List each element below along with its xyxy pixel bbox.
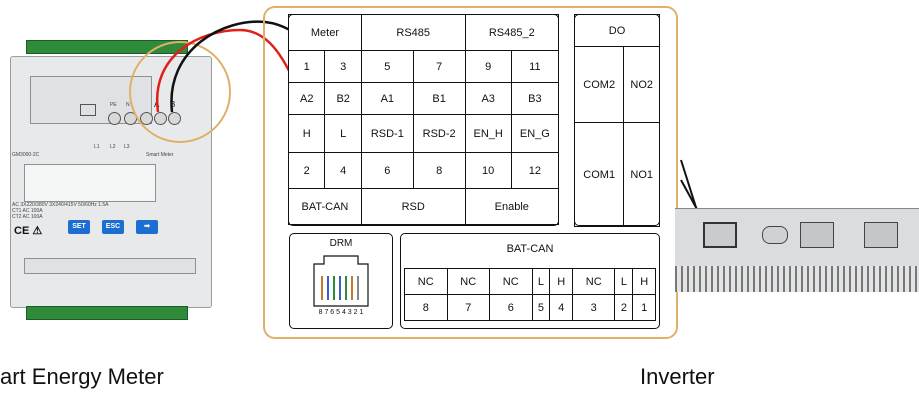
signal-label-h: H <box>287 114 326 153</box>
header-rs485: RS485 <box>360 14 466 51</box>
signal-label-b1: B1 <box>412 82 466 115</box>
do-label-com2: COM2 <box>573 46 625 123</box>
bat-can-pin: 3 <box>571 294 616 321</box>
ct-label-l3: L3 <box>124 144 130 150</box>
pin-number: 5 <box>360 50 414 83</box>
pin-number: 8 <box>412 152 466 189</box>
bat-can-table: NC NC NC L H NC L H 8 7 6 5 4 3 2 1 <box>404 268 656 321</box>
group-label-bat-can: BAT-CAN <box>288 188 362 225</box>
bat-can-signal: NC <box>404 268 448 295</box>
bat-can-signal: NC <box>571 268 616 295</box>
bat-can-pin: 8 <box>404 294 448 321</box>
inverter-connector <box>864 222 898 248</box>
screw-icon <box>168 112 181 125</box>
header-meter: Meter <box>288 14 362 51</box>
bat-can-signal: L <box>531 268 551 295</box>
terminal-label-n: N <box>126 102 130 108</box>
pin-number: 2 <box>287 152 326 189</box>
pin-number: 7 <box>412 50 466 83</box>
do-label-com1: COM1 <box>573 122 625 227</box>
terminal-label-pe: PE <box>110 102 117 108</box>
pin-number: 11 <box>510 50 560 83</box>
meter-lcd-display <box>24 164 156 202</box>
pin-number: 3 <box>324 50 362 83</box>
inverter-heatsink-fins <box>675 266 919 292</box>
bottom-terminal-strip <box>26 306 188 320</box>
do-label-no2: NO2 <box>623 46 660 123</box>
bat-can-pin: 5 <box>531 294 551 321</box>
signal-label-b3: B3 <box>510 82 560 115</box>
bat-can-signal: H <box>632 268 656 295</box>
main-terminal-table: Meter RS485 RS485_2 1 3 5 7 9 11 A2 B2 A… <box>287 14 560 225</box>
signal-label-l: L <box>324 114 362 153</box>
terminal-highlight-circle <box>129 41 231 143</box>
meter-model: GM3000-2C <box>12 152 40 158</box>
inverter-comm-port <box>703 222 737 248</box>
pin-number: 9 <box>464 50 512 83</box>
do-label-no1: NO1 <box>623 122 660 227</box>
pin-number: 10 <box>464 152 512 189</box>
bat-can-signal: L <box>614 268 634 295</box>
bat-can-title: BAT-CAN <box>506 243 554 255</box>
bat-can-signal: H <box>549 268 573 295</box>
bat-can-pin: 2 <box>614 294 634 321</box>
signal-label-rsd-2: RSD-2 <box>412 114 466 153</box>
meter-spec-line: CT1 AC 100A <box>12 208 43 214</box>
meter-spec-line: CT2 AC 100A <box>12 214 43 220</box>
signal-label-a2: A2 <box>287 82 326 115</box>
drm-pin-numbers: 8 7 6 5 4 3 2 1 <box>318 309 364 316</box>
esc-button[interactable]: ESC <box>102 220 124 234</box>
bat-can-pin: 4 <box>549 294 573 321</box>
ce-mark-icon: CE ⚠ <box>14 225 43 237</box>
caption-inverter: Inverter <box>640 364 715 389</box>
pin-number: 4 <box>324 152 362 189</box>
do-terminal-table: DO COM2 NO2 COM1 NO1 <box>573 14 660 227</box>
set-button[interactable]: SET <box>68 220 90 234</box>
bat-can-signal: NC <box>446 268 490 295</box>
header-rs485-2: RS485_2 <box>464 14 560 51</box>
bat-can-pin: 1 <box>632 294 656 321</box>
bat-can-signal: NC <box>489 268 533 295</box>
signal-label-en-h: EN_H <box>464 114 512 153</box>
drm-title: DRM <box>329 238 353 249</box>
signal-label-a1: A1 <box>360 82 414 115</box>
caption-smart-energy-meter: art Energy Meter <box>0 364 164 389</box>
signal-label-rsd-1: RSD-1 <box>360 114 414 153</box>
group-label-enable: Enable <box>464 188 560 225</box>
bat-can-pin: 7 <box>446 294 490 321</box>
network-port-icon <box>80 104 96 116</box>
pin-number: 6 <box>360 152 414 189</box>
meter-lower-panel <box>24 258 196 274</box>
inverter-connector <box>800 222 834 248</box>
pin-number: 1 <box>287 50 326 83</box>
pin-number: 12 <box>510 152 560 189</box>
communication-interface-frame <box>263 6 678 339</box>
screw-icon <box>140 112 153 125</box>
screw-icon <box>154 112 167 125</box>
bat-can-pin: 6 <box>489 294 533 321</box>
do-title: DO <box>574 14 660 47</box>
arrow-right-button[interactable]: ➡ <box>136 220 158 234</box>
red-wire <box>155 28 304 113</box>
rj45-port-icon <box>313 255 369 307</box>
ct-label-l1: L1 <box>94 144 100 150</box>
signal-label-en-g: EN_G <box>510 114 560 153</box>
meter-spec-line: AC 3X220/380V 3X240/415V 50/60Hz 1.5A <box>12 202 109 208</box>
screw-icon <box>108 112 121 125</box>
meter-product-name: Smart Meter <box>146 152 174 158</box>
group-label-rsd: RSD <box>360 188 466 225</box>
inverter-oval-port <box>762 226 788 244</box>
signal-label-b2: B2 <box>324 82 362 115</box>
ct-label-l2: L2 <box>110 144 116 150</box>
signal-label-a3: A3 <box>464 82 512 115</box>
top-terminal-strip <box>26 40 188 54</box>
